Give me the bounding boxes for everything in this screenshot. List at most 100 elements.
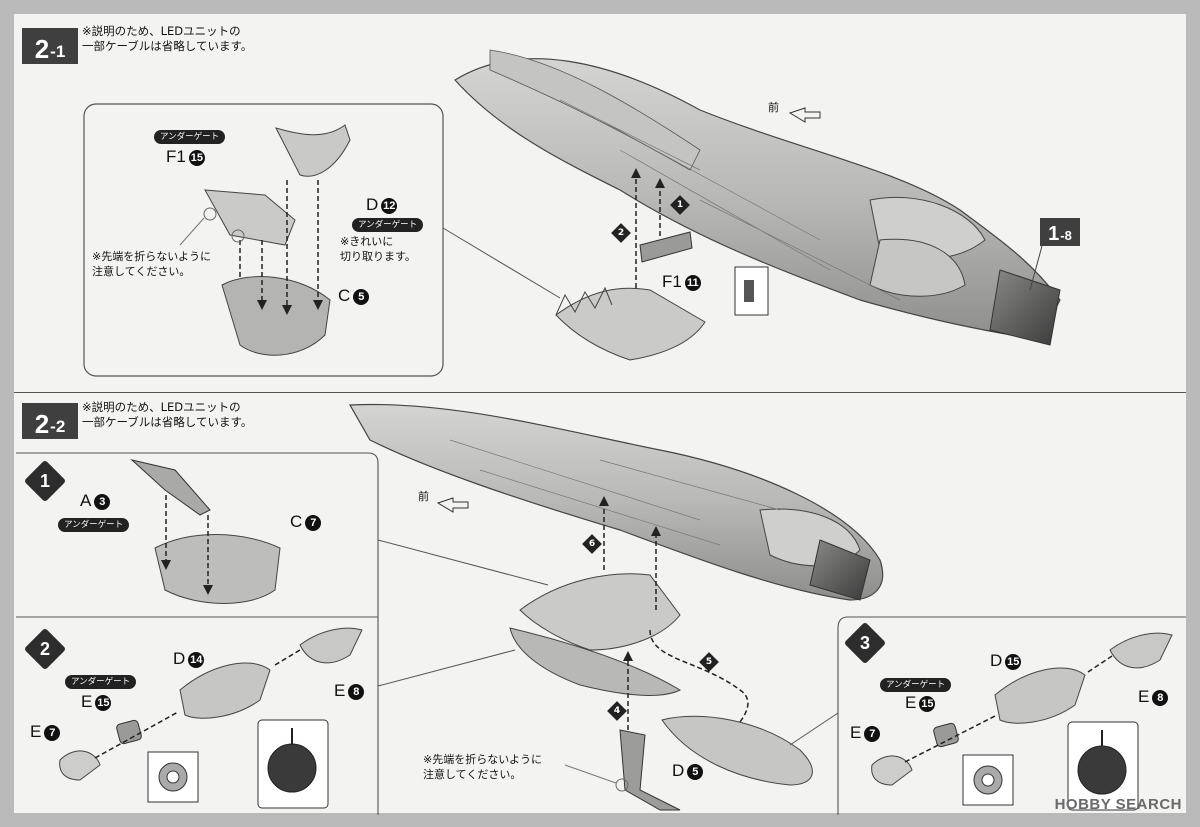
under-gate-badge-f1: アンダーゲート	[154, 130, 226, 144]
part-d12	[275, 124, 351, 177]
part-e8-sub2	[299, 627, 363, 664]
step-badge-2-1: 2-1	[22, 28, 78, 64]
part-c7	[154, 534, 281, 604]
order-marker-2: 2	[611, 223, 631, 243]
part-e15-sub2	[116, 719, 142, 745]
part-d14	[179, 662, 271, 719]
label-e7-sub2-num: 7	[44, 724, 61, 741]
watermark: HOBBY SEARCH	[1054, 796, 1182, 813]
step-major: 2	[34, 34, 50, 64]
part-e15-sub3	[933, 722, 959, 748]
f1-sprue-part	[639, 231, 693, 263]
label-f1-11-text: F1	[662, 272, 682, 291]
bottom-fin-part	[509, 627, 682, 696]
label-d5-text: D	[672, 761, 685, 780]
order-marker-1: 1	[670, 195, 690, 215]
label-d14-text: D	[173, 649, 186, 668]
label-a3-text: A	[80, 491, 92, 510]
cable-note-s2: ※説明のため、LEDユニットの 一部ケーブルは省略しています。	[82, 400, 253, 429]
sub-badge-2-text: 2	[39, 639, 50, 659]
front-label-s1: 前	[768, 101, 779, 114]
detail-box-sub3-a	[962, 754, 1014, 806]
label-f1-11-num: 11	[684, 274, 701, 291]
label-d15-num: 15	[1005, 653, 1022, 670]
label-e15-sub2-text: E	[81, 692, 93, 711]
sub-panel-1-border	[16, 452, 379, 815]
label-e8-sub3-num: 8	[1152, 689, 1169, 706]
order-marker-1-text: 1	[676, 200, 684, 210]
label-e8-sub2-text: E	[334, 681, 346, 700]
part-e7-sub2	[59, 750, 101, 781]
ref-step-minor: -8	[1060, 228, 1072, 243]
label-c5-text: C	[338, 286, 351, 305]
part-d15	[994, 667, 1086, 724]
step-major-s2: 2	[34, 409, 50, 439]
order-marker-5-text: 5	[705, 657, 713, 667]
under-gate-badge-d12: アンダーゲート	[352, 218, 424, 232]
label-e15-sub3-text: E	[905, 693, 917, 712]
part-d5	[619, 729, 681, 811]
sub-badge-2: 2	[23, 627, 67, 671]
order-marker-6: 6	[582, 534, 602, 554]
order-marker-5: 5	[699, 652, 719, 672]
intake-part-s2	[519, 573, 681, 651]
label-c7-num: 7	[305, 514, 322, 531]
cable-note-s1: ※説明のため、LEDユニットの 一部ケーブルは省略しています。	[82, 24, 253, 53]
label-d5-num: 5	[687, 763, 704, 780]
order-marker-2-text: 2	[617, 228, 625, 238]
sub-badge-3: 3	[843, 621, 887, 665]
pod-part	[661, 715, 813, 786]
part-f1-15	[204, 189, 296, 246]
under-gate-badge-e15-sub2: アンダーゲート	[65, 675, 137, 689]
part-e8-sub3	[1109, 632, 1173, 669]
step-minor: -1	[50, 42, 66, 61]
section-divider	[14, 392, 1186, 393]
order-marker-4: 4	[607, 701, 627, 721]
intake-part-s1	[555, 287, 706, 361]
part-a3	[130, 459, 211, 516]
label-d12-num: 12	[381, 197, 398, 214]
order-marker-6-text: 6	[588, 539, 596, 549]
tip-note-s2: ※先端を折らないように 注意してください。	[423, 753, 542, 781]
step-badge-2-2: 2-2	[22, 403, 78, 439]
label-d14-num: 14	[188, 651, 205, 668]
inset-box-s1	[83, 103, 444, 377]
label-d12-text: D	[366, 195, 379, 214]
label-e15-sub2-num: 15	[95, 694, 112, 711]
ref-step-badge-1-8: 1-8	[1040, 218, 1080, 246]
part-e7-sub3	[871, 755, 913, 786]
front-label-s2: 前	[418, 490, 429, 503]
label-e8-sub3-text: E	[1138, 687, 1150, 706]
label-d15-text: D	[990, 651, 1003, 670]
label-e7-sub2-text: E	[30, 722, 42, 741]
sub-panel-3-border	[837, 616, 1186, 815]
ship-hull-bottom	[348, 403, 884, 601]
label-e7-sub3-num: 7	[864, 725, 881, 742]
sub-badge-1-text: 1	[39, 471, 50, 491]
under-gate-badge-a3: アンダーゲート	[58, 518, 130, 532]
ship-hull-top	[454, 49, 1061, 346]
label-f1-num: 15	[188, 149, 205, 166]
label-c5-num: 5	[353, 288, 370, 305]
label-f1-text: F1	[166, 147, 186, 166]
label-a3-num: 3	[94, 493, 111, 510]
label-e15-sub3-num: 15	[919, 695, 936, 712]
part-c5	[221, 276, 331, 356]
sub-badge-1: 1	[23, 459, 67, 503]
label-c7-text: C	[290, 512, 303, 531]
